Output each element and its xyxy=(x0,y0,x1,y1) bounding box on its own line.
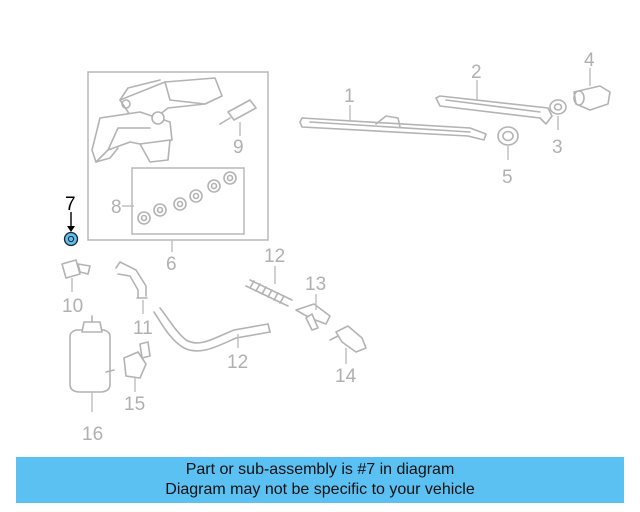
assembly-8-box xyxy=(131,167,245,235)
callout-12b: 12 xyxy=(227,352,248,373)
part-12-corrugated-hose xyxy=(245,279,293,307)
callout-13: 13 xyxy=(305,274,326,295)
part-13-tee xyxy=(295,303,331,331)
info-banner: Part or sub-assembly is #7 in diagram Di… xyxy=(16,457,624,503)
assembly-6-box xyxy=(87,71,269,241)
callout-2: 2 xyxy=(471,62,482,83)
part-15-pump xyxy=(123,341,151,379)
part-16-reservoir xyxy=(69,315,115,393)
callout-14: 14 xyxy=(335,366,357,387)
part-9-bolt xyxy=(219,99,257,125)
part-7-highlighted[interactable] xyxy=(63,231,79,247)
part-11-hose-elbow xyxy=(115,261,148,299)
callout-1: 1 xyxy=(344,86,355,107)
part-4-cap xyxy=(573,85,611,111)
callout-5: 5 xyxy=(502,167,513,188)
part-3-nut xyxy=(549,99,567,115)
callout-3: 3 xyxy=(552,137,563,158)
part-8-grommets xyxy=(137,171,237,225)
callout-9: 9 xyxy=(233,137,244,158)
part-5-seal xyxy=(497,126,519,146)
callout-10: 10 xyxy=(62,296,83,317)
part-1-wiper-blade xyxy=(299,115,487,141)
banner-line-2: Diagram may not be specific to your vehi… xyxy=(165,481,475,498)
part-2-wiper-arm xyxy=(435,95,553,125)
motor-assembly-group: 9 8 6 xyxy=(87,71,269,275)
callout-6: 6 xyxy=(166,254,177,275)
callout-8: 8 xyxy=(111,197,122,218)
callout-11: 11 xyxy=(133,318,153,339)
banner-line-1: Part or sub-assembly is #7 in diagram xyxy=(185,461,455,478)
callout-15: 15 xyxy=(124,394,145,415)
part-12-hose xyxy=(153,307,271,352)
part-10-connector xyxy=(61,259,91,279)
callout-4: 4 xyxy=(584,50,595,71)
callout-16: 16 xyxy=(82,424,103,445)
callout-12a: 12 xyxy=(264,246,285,267)
part-14-check-valve xyxy=(329,325,367,353)
wiper-motor xyxy=(91,77,223,163)
callout-7: 7 xyxy=(65,194,76,215)
